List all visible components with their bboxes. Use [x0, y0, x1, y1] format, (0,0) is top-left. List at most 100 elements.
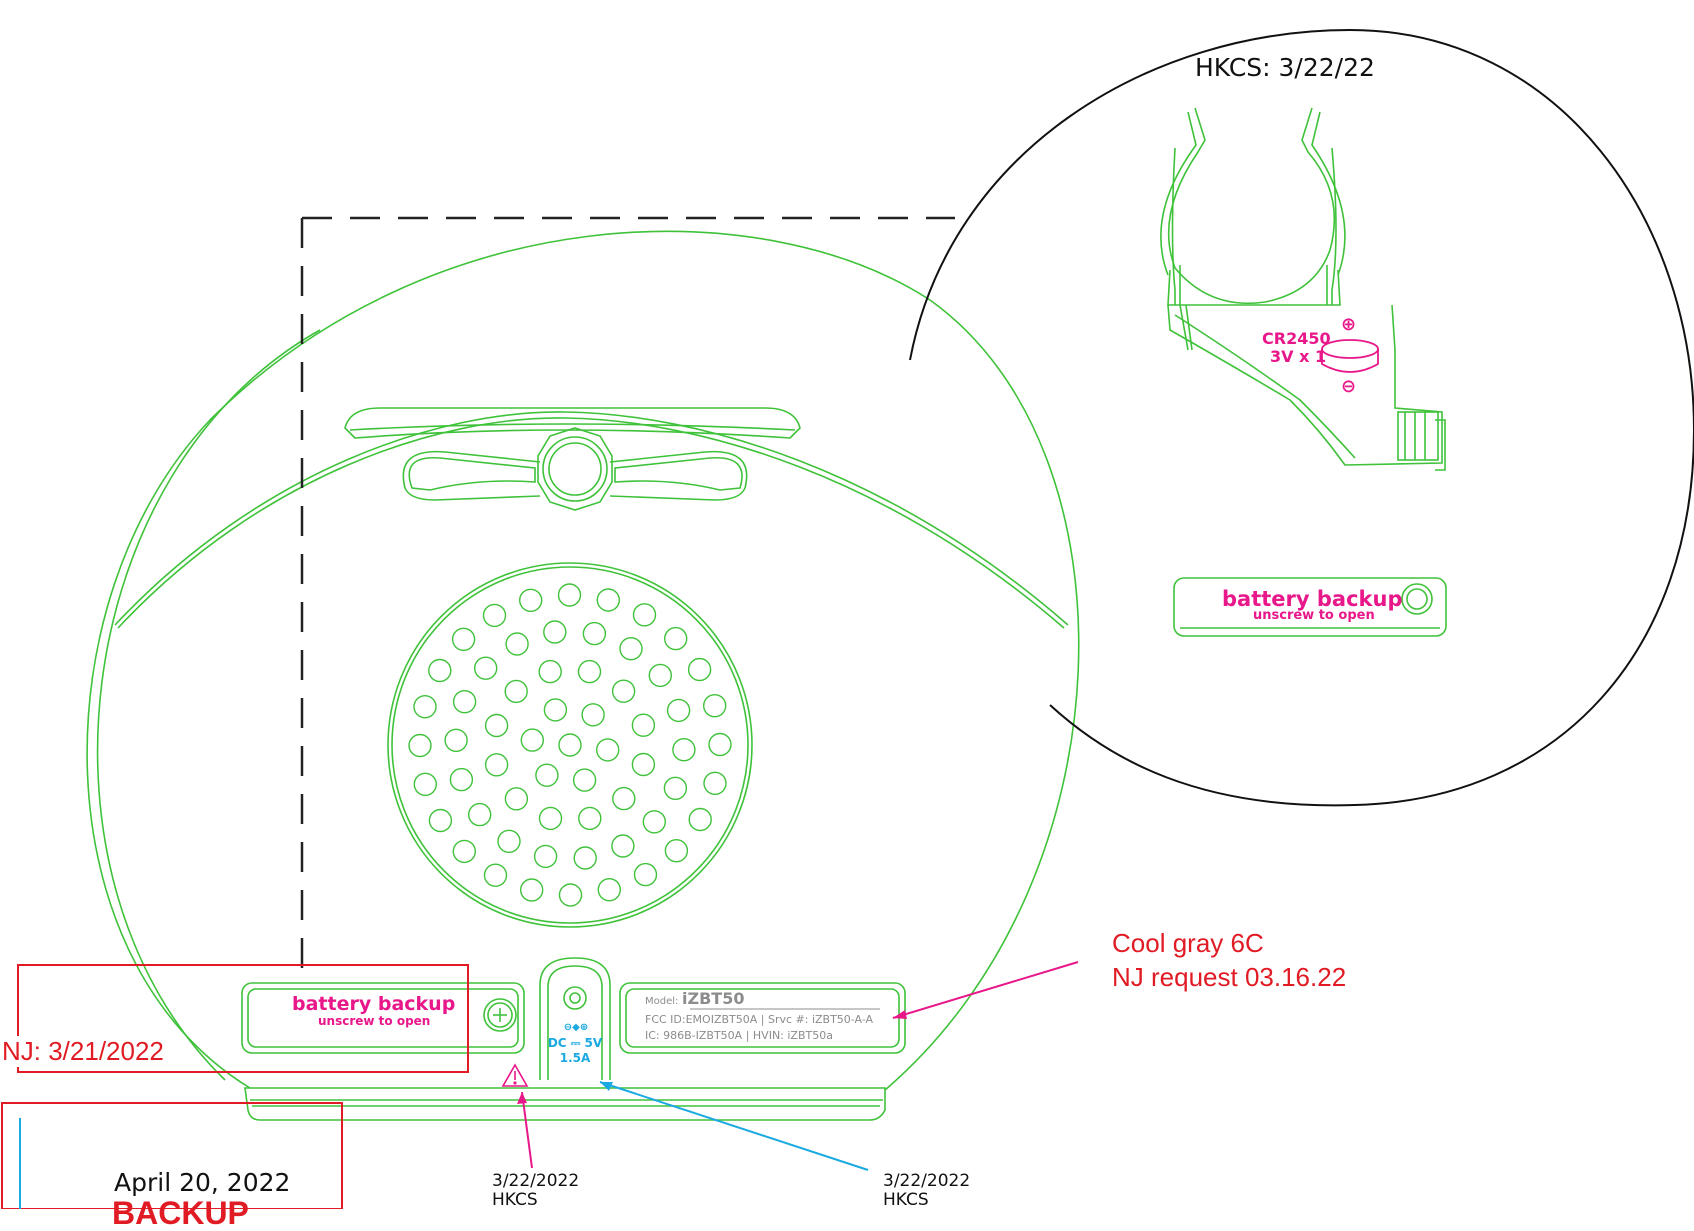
grille-hole [520, 728, 544, 752]
nj-date-note: NJ: 3/21/2022 [2, 1036, 164, 1067]
grille-hole [408, 733, 432, 758]
grille-hole [543, 620, 567, 644]
grille-hole [572, 768, 597, 792]
zoom-detail-circle [909, 28, 1694, 807]
dc-rating-line1: DC ⎓ 5V [547, 1036, 603, 1050]
polarity-icon: ⊖◆⊕ [563, 1022, 589, 1033]
grille-hole [672, 738, 696, 762]
grille-hole [483, 863, 508, 887]
grille-hole [581, 703, 605, 727]
grille-hole [428, 808, 453, 833]
grille-hole [611, 834, 635, 858]
grille-hole [538, 659, 562, 684]
nj-annotation-box [17, 964, 469, 1073]
speaker-grille-holes [408, 583, 732, 907]
grille-hole [504, 787, 529, 811]
grille-hole [413, 695, 437, 719]
grille-hole [474, 656, 498, 680]
grille-hole [631, 752, 656, 777]
grille-hole [666, 698, 691, 723]
grille-hole [484, 753, 509, 777]
warning-leader-line [521, 1091, 533, 1169]
model-number: iZBT50 [682, 989, 745, 1008]
grille-hole [582, 621, 607, 646]
device-body-outline [86, 230, 1080, 1121]
grille-hole [597, 878, 621, 902]
dc-rating-line2: 1.5A [559, 1051, 591, 1065]
cool-gray-note-line1: Cool gray 6C [1112, 928, 1264, 958]
warning-date-note: 3/22/2022 [492, 1171, 580, 1191]
grille-hole [642, 810, 666, 834]
grille-hole [533, 844, 558, 869]
warning-by-note: HKCS [492, 1190, 538, 1210]
cell-type-label: CR2450 [1262, 329, 1331, 348]
warning-leader-arrow [517, 1092, 527, 1104]
warning-triangle-icon [501, 1063, 529, 1087]
grille-hole [449, 767, 474, 792]
grille-hole [619, 637, 643, 661]
grille-hole [612, 786, 636, 811]
power-jack [539, 957, 611, 1080]
zoom-cover-subtitle: unscrew to open [1253, 608, 1375, 623]
dashed-callout-frame [300, 216, 955, 975]
battery-cover [241, 982, 525, 1054]
grille-hole [664, 839, 689, 863]
grille-hole [708, 732, 732, 757]
dc-leader-line [599, 1081, 869, 1171]
zoom-battery-cover [1173, 577, 1447, 637]
grille-hole [648, 663, 672, 688]
grille-hole [596, 588, 620, 612]
grille-hole [663, 776, 688, 800]
ic-id-line: IC: 986B-IZBT50A | HVIN: iZBT50a [645, 1029, 833, 1042]
plus-icon: ⊕ [1341, 314, 1357, 335]
cool-gray-note-line2: NJ request 03.16.22 [1112, 962, 1347, 992]
grille-hole [688, 807, 712, 832]
grille-hole [452, 690, 477, 714]
grille-hole [596, 738, 620, 762]
coin-cell-icon [1321, 339, 1379, 373]
grille-hole [505, 632, 529, 656]
grille-hole [452, 839, 476, 864]
cool-gray-leader-line [892, 961, 1079, 1019]
top-handle [344, 407, 801, 511]
grille-hole [444, 728, 468, 752]
grille-hole [633, 862, 658, 887]
grille-hole [451, 627, 476, 651]
grille-hole [664, 626, 688, 651]
minus-icon: ⊖ [1341, 376, 1357, 397]
grille-hole [535, 763, 559, 787]
grille-hole [482, 603, 507, 628]
model-prefix: Model: [645, 996, 679, 1007]
grille-hole [428, 658, 452, 683]
cool-gray-leader-arrow [893, 1010, 907, 1019]
grille-hole [558, 883, 583, 907]
grille-hole [538, 806, 563, 831]
battery-cover-title: battery backup [292, 993, 456, 1015]
battery-cover-subtitle: unscrew to open [318, 1014, 431, 1028]
title-block-date: April 20, 2022 [114, 1168, 291, 1197]
speaker-grille [387, 562, 753, 928]
grille-hole [519, 588, 543, 612]
grille-hole [497, 829, 521, 853]
grille-hole [468, 802, 492, 827]
grille-hole [703, 694, 727, 718]
grille-hole [543, 698, 568, 722]
cell-spec-label: 3V x 1 [1270, 347, 1327, 366]
grille-hole [558, 733, 582, 757]
grille-hole [413, 772, 437, 796]
fcc-id-line: FCC ID:EMOIZBT50A | Srvc #: iZBT50-A-A [645, 1013, 874, 1026]
grille-hole [632, 603, 657, 627]
grille-hole [557, 583, 582, 607]
dc-date-note: 3/22/2022 [883, 1171, 971, 1191]
grille-hole [611, 679, 636, 703]
grille-hole [484, 713, 509, 738]
battery-holder-clip [1160, 107, 1446, 471]
grille-hole [687, 657, 712, 682]
dc-leader-arrow [600, 1082, 613, 1091]
dc-by-note: HKCS [883, 1190, 929, 1210]
grille-hole [520, 878, 544, 902]
grille-hole [573, 846, 597, 870]
grille-hole [631, 713, 656, 737]
zoom-cover-title: battery backup [1222, 587, 1403, 611]
